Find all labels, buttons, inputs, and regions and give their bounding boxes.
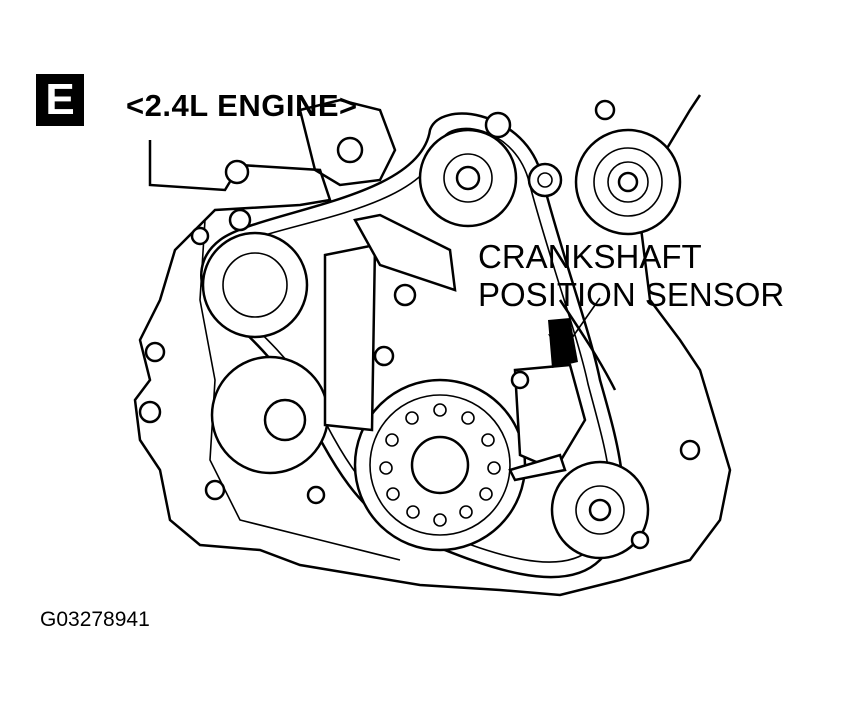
sensor-wire-harness: [558, 299, 617, 391]
section-badge: E: [36, 74, 84, 126]
top-center-pulley-hub: [455, 165, 481, 191]
top-right-pulley-ring: [593, 147, 663, 217]
timing-cover-top: [353, 213, 457, 292]
tensioner-pulley-ring: [575, 485, 625, 535]
top-bracket: [298, 98, 397, 187]
tensioner-pulley-hub: [588, 498, 612, 522]
upper-left-pulley: [201, 231, 309, 339]
small-idler: [527, 162, 563, 198]
top-bracket-bolt: [336, 136, 364, 164]
sensor-callout: CRANKSHAFT POSITION SENSOR: [478, 238, 784, 314]
top-right-pulley-hub: [617, 171, 639, 193]
crankshaft-pulley-ring: [369, 394, 511, 536]
block-bolts: [138, 99, 701, 550]
engine-block-inner: [199, 219, 401, 561]
crankshaft-pulley-center: [410, 435, 470, 495]
top-right-pulley-mid: [607, 161, 649, 203]
callout-line-1: CRANKSHAFT: [478, 238, 702, 275]
figure-id: G03278941: [40, 608, 150, 631]
top-center-pulley-ring: [443, 153, 493, 203]
left-pulley-hub: [263, 398, 307, 442]
sensor-mount-bolt: [508, 453, 567, 482]
small-idler-hub: [537, 172, 553, 188]
diagram-title: <2.4L ENGINE>: [126, 88, 358, 123]
crankshaft-pulley-bolt-holes: [379, 403, 501, 527]
timing-cover-strip: [323, 243, 377, 432]
callout-line-2: POSITION SENSOR: [478, 276, 785, 313]
callout-arrowhead: [548, 334, 574, 355]
upper-left-pulley-hub: [222, 252, 288, 318]
engine-block-outline: [133, 94, 732, 597]
